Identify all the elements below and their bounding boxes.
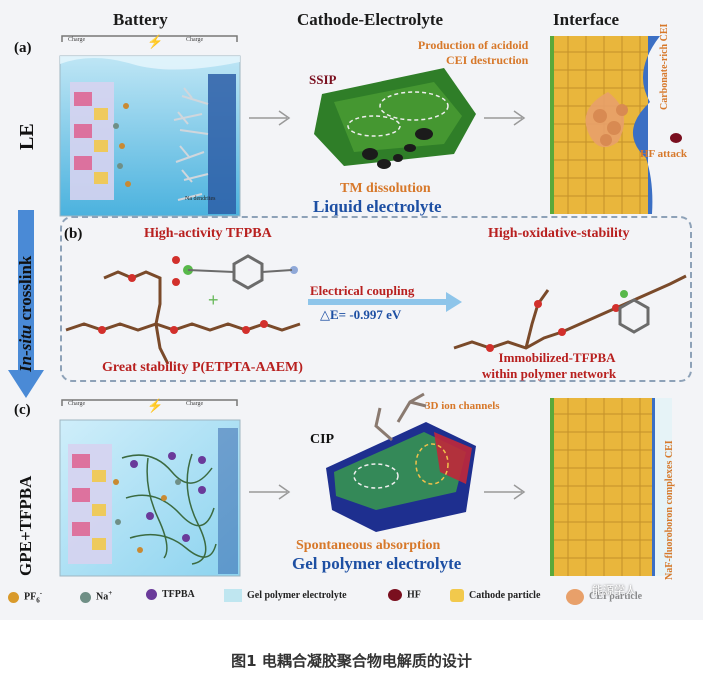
legend-cei-text: CEI particle [589,591,643,603]
lightning-icon: ⚡ [147,34,164,49]
in-situ-italic: In-situ [16,324,35,372]
cathode-particle-icon [450,589,464,602]
legend-tfpba-text: TFPBA [162,589,195,600]
interface-a-illustration [550,36,682,214]
liquid-electrolyte-label: Liquid electrolyte [313,197,442,216]
delta-e-label: △E= -0.997 eV [320,307,402,322]
ssip-cathode-illustration [314,68,476,169]
watermark: 能源学人 [592,584,636,597]
cei-particle-icon [566,589,584,605]
immobilized-line2: within polymer network [482,366,617,381]
svg-text:+: + [208,290,219,310]
production-line2: CEI destruction [446,53,529,67]
spontaneous-absorption-label: Spontaneous absorption [296,538,441,553]
column-header-interface: Interface [553,10,620,29]
hf-attack-label: HF attack [640,148,687,160]
column-header-battery: Battery [113,10,168,29]
legend-pf6-text: PF [24,591,37,603]
gel-polymer-electrolyte-label: Gel polymer electrolyte [292,554,462,573]
tfpba-icon [146,589,157,601]
immobilized-tfpba-label: Immobilized-TFPBA within polymer network [482,350,616,382]
production-line1: Production of acidoid [417,38,529,52]
ion-channels-label: 3D ion channels [425,400,500,412]
molecule-structures-illustration: + [65,254,687,365]
legend-cathode-text: Cathode particle [469,589,541,601]
naf-cei-label: NaF-fluoroboron complexes CEI [664,440,675,580]
battery-gpe-illustration [59,399,241,577]
charge-label-right-a: Charge [186,37,204,43]
column-header-cathode-electrolyte: Cathode-Electrolyte [297,10,444,29]
na-icon [80,591,91,603]
tm-dissolution-label: TM dissolution [340,181,431,196]
carbonate-rich-cei-label: Carbonate-rich CEI [659,23,670,110]
arrow-right-icon [249,484,291,500]
charge-label-right-c: Charge [186,401,204,407]
panel-letter-b: (b) [64,226,83,242]
electrical-coupling-label: Electrical coupling [310,283,415,298]
legend-cathode: Cathode particle [450,589,540,602]
high-activity-label: High-activity TFPBA [144,226,272,241]
legend-hf: HF [388,589,421,601]
charge-label-left-c: Charge [68,401,86,407]
charge-label-left-a: Charge [68,37,86,43]
great-stability-label: Great stability P(ETPTA-AAEM) [102,360,303,375]
interface-c-illustration [550,398,672,576]
side-label-le: LE [16,123,38,150]
figure-caption: 图1 电耦合凝胶聚合物电解质的设计 [231,652,472,670]
legend-pf6: PF6- [8,589,42,604]
immobilized-line1: Immobilized-TFPBA [498,350,616,365]
down-arrow-icon [8,210,44,398]
legend-na-sup: + [108,589,113,597]
panel-b-frame [60,216,692,382]
legend-pf6-sub: 6 [36,596,40,605]
arrow-right-icon [484,484,526,500]
legend-gel-text: Gel polymer electrolyte [247,589,347,601]
cip-cathode-illustration [326,392,476,532]
arrow-right-icon [484,110,526,126]
crosslink-text: crosslink [16,255,35,325]
legend-hf-text: HF [407,589,421,601]
high-oxidative-label: High-oxidative-stability [488,226,630,241]
legend-cei: CEI particle [566,589,642,605]
battery-le-illustration [59,35,241,217]
lightning-icon: ⚡ [147,398,164,413]
panel-letter-c: (c) [14,402,31,418]
side-label-gpe-tfpba: GPE+TFPBA [16,475,35,576]
ssip-label: SSIP [309,72,337,87]
legend-na: Na+ [80,589,112,603]
production-acidoid-label: Production of acidoid CEI destruction [412,38,528,68]
pf6-icon [8,591,19,603]
na-dendrites-label: Na dendrites [185,196,216,202]
hf-icon [388,589,402,601]
legend-pf6-sup: - [39,589,43,597]
legend-gel: Gel polymer electrolyte [224,589,347,602]
panel-letter-a: (a) [14,40,32,56]
figure-panel: Battery Cathode-Electrolyte Interface (a… [0,0,703,620]
legend-tfpba: TFPBA [146,589,195,601]
in-situ-crosslink-label: In-situ crosslink [16,256,36,372]
arrow-right-icon [249,110,291,126]
cip-label: CIP [310,432,335,447]
legend-na-text: Na [96,591,109,603]
gel-icon [224,589,242,602]
